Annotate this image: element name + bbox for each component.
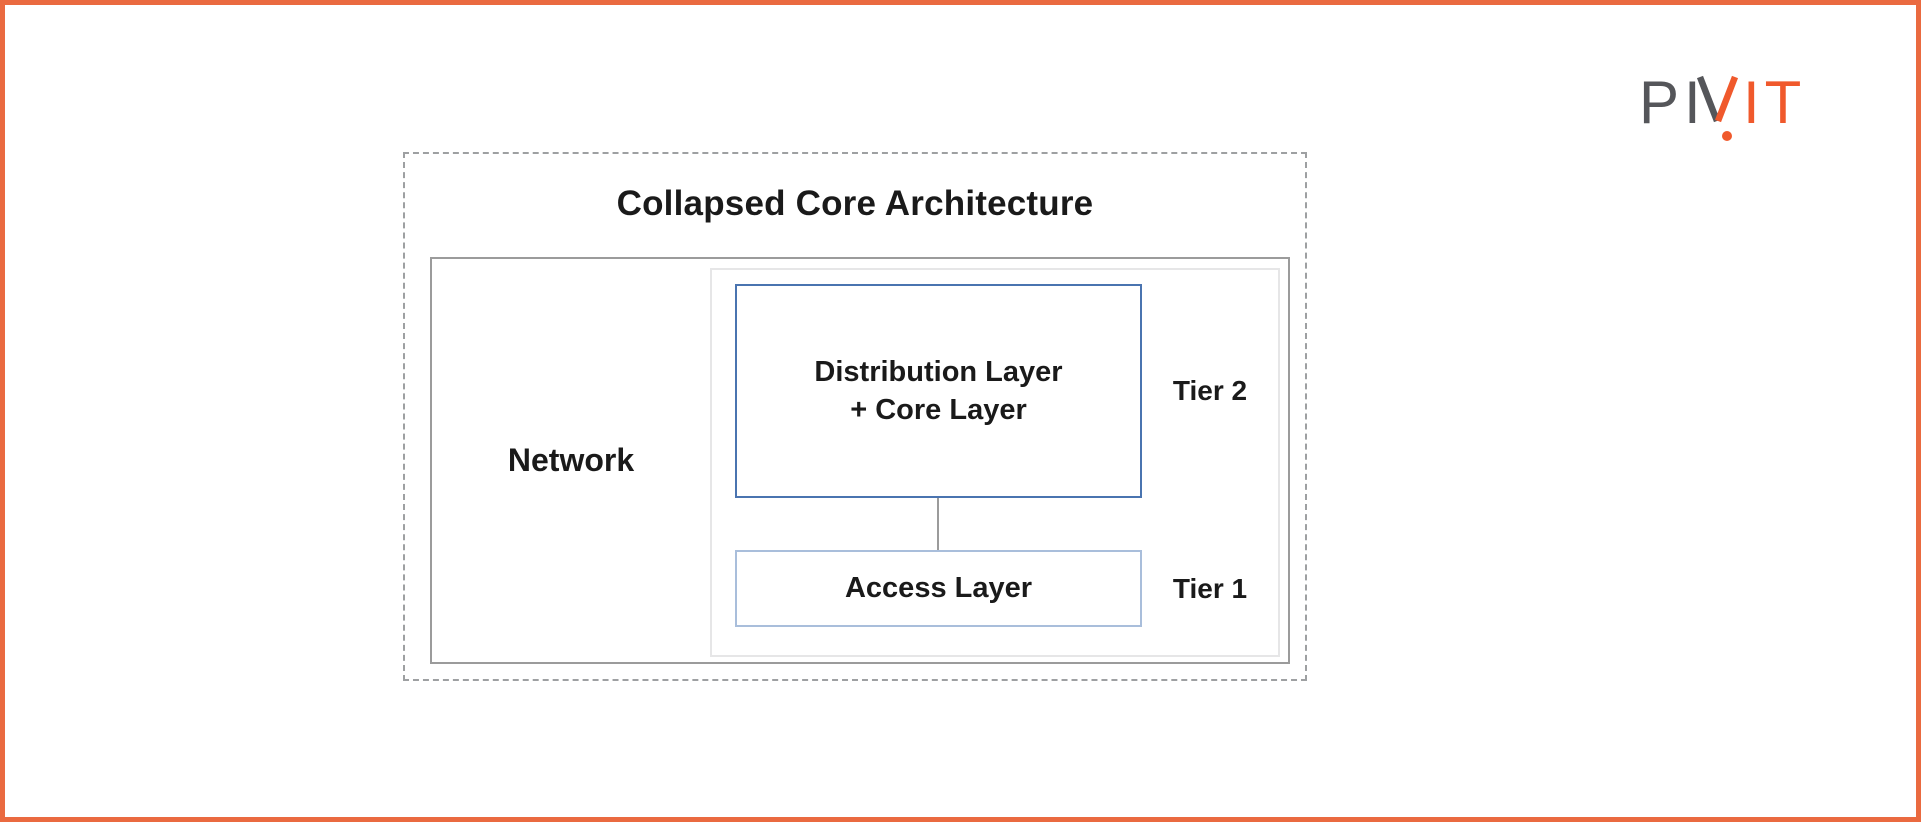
tier-1-label: Tier 1: [1172, 572, 1248, 604]
network-box: Network Distribution Layer + Core Layer …: [430, 257, 1290, 664]
distribution-layer-line2: + Core Layer: [850, 394, 1027, 426]
tiers-container: Distribution Layer + Core Layer Tier 2 A…: [710, 268, 1280, 657]
logo-text-orange: IT: [1743, 69, 1806, 136]
pivit-logo: PI IT: [1639, 67, 1815, 151]
distribution-layer-line1: Distribution Layer: [814, 356, 1063, 388]
connector-line: [937, 498, 939, 550]
tier-2-label: Tier 2: [1172, 375, 1248, 406]
access-layer-box: Access Layer: [735, 550, 1142, 627]
logo-text-gray: PI: [1639, 69, 1706, 136]
network-label: Network: [507, 442, 635, 478]
distribution-core-layer-box: Distribution Layer + Core Layer: [735, 284, 1142, 498]
access-layer-label: Access Layer: [844, 572, 1033, 604]
logo-v-letter: [1696, 75, 1739, 141]
architecture-container: Collapsed Core Architecture Network Dist…: [403, 152, 1307, 681]
diagram-title: Collapsed Core Architecture: [616, 184, 1094, 223]
pivit-logo-icon: PI IT: [1639, 69, 1806, 141]
logo-dot-icon: [1722, 131, 1732, 141]
